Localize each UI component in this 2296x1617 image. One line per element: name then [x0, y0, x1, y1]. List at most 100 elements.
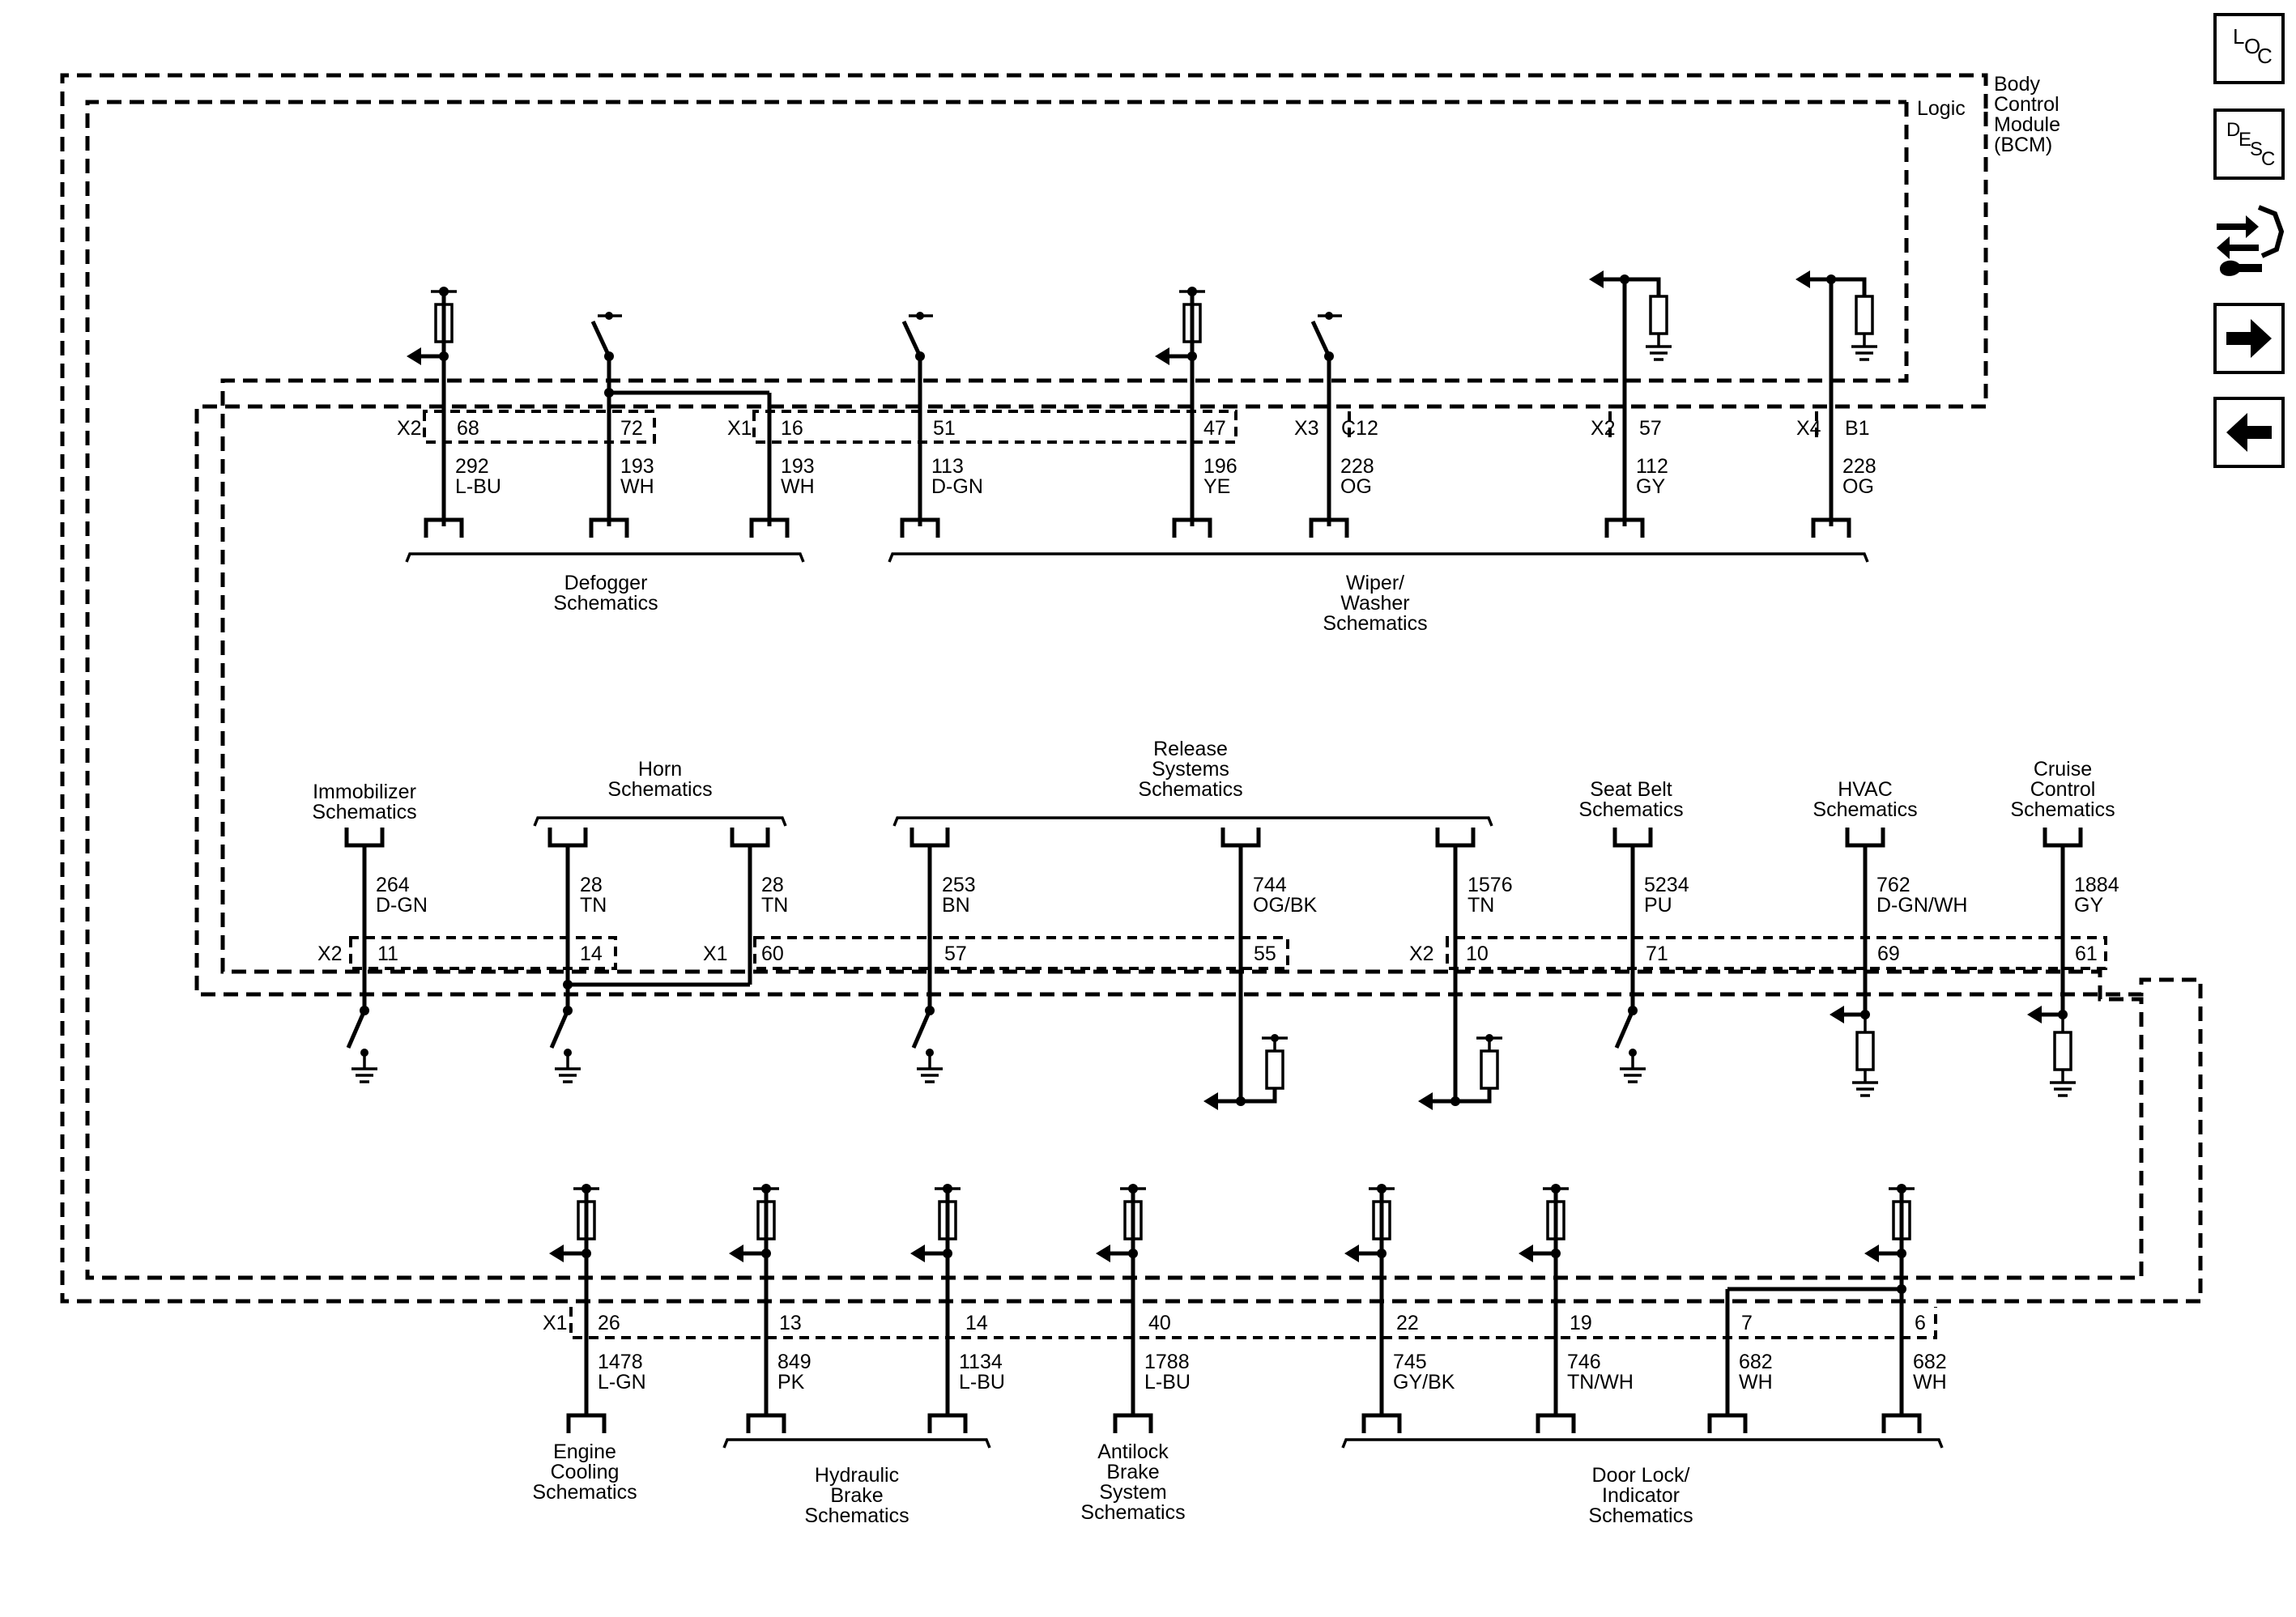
wire-color: BN — [942, 894, 970, 917]
terminal — [2043, 828, 2083, 848]
connector-segment — [349, 936, 617, 970]
pullup-output-40 — [1096, 1184, 1146, 1262]
terminal — [927, 1413, 968, 1433]
circuit-number: 746 — [1567, 1351, 1601, 1373]
doorlock-brace — [1341, 1438, 1944, 1449]
connector-label: X3 — [1294, 417, 1319, 440]
group-label: Indicator — [1602, 1484, 1680, 1507]
pin-label: 14 — [580, 943, 603, 965]
group-label: Antilock — [1097, 1440, 1169, 1463]
circuit-number: 264 — [376, 874, 410, 896]
release-brace — [892, 816, 1493, 827]
connector-tools-icon[interactable] — [2212, 199, 2286, 280]
pin-label: 51 — [933, 417, 956, 440]
connector-label: X2 — [397, 417, 422, 440]
circuit-number: 112 — [1636, 455, 1668, 478]
module-title-line: Module — [1994, 113, 2060, 136]
connector-label: X1 — [543, 1312, 568, 1334]
connector-label: X2 — [317, 943, 343, 965]
connector-label: X4 — [1796, 417, 1821, 440]
pulldown-output-b1 — [1795, 270, 1877, 361]
terminal — [909, 828, 950, 848]
wire-color: D-GN — [376, 894, 428, 917]
circuit-number: 228 — [1842, 455, 1876, 478]
terminal — [1220, 828, 1261, 848]
pullup-output-19 — [1519, 1184, 1569, 1262]
group-label: Schematics — [1813, 798, 1917, 821]
prev-button[interactable] — [2213, 397, 2285, 468]
pullup-output-13 — [729, 1184, 779, 1262]
wire-color: TN/WH — [1567, 1371, 1634, 1394]
loc-button[interactable]: L O C — [2213, 13, 2285, 84]
circuit-number: 1478 — [598, 1351, 643, 1373]
group-label: Schematics — [804, 1504, 909, 1527]
wire-color: L-BU — [1144, 1371, 1191, 1394]
pin-label: 40 — [1148, 1312, 1171, 1334]
desc-button[interactable]: D E S C — [2213, 109, 2285, 180]
ground-switch-14 — [549, 1006, 581, 1083]
connector-label: X2 — [1409, 943, 1434, 965]
pin-label: 57 — [1639, 417, 1662, 440]
pullup-output-22 — [1344, 1184, 1395, 1262]
pin-label: 7 — [1741, 1312, 1753, 1334]
circuit-number: 113 — [931, 455, 964, 478]
wire-color: WH — [1739, 1371, 1773, 1394]
circuit-number: 682 — [1739, 1351, 1773, 1373]
pin-label: C12 — [1341, 417, 1378, 440]
pin-label: B1 — [1845, 417, 1870, 440]
splice-dot — [604, 388, 614, 398]
logic-label: Logic — [1917, 97, 1966, 120]
circuit-number: 849 — [777, 1351, 811, 1373]
circuit-number: 745 — [1393, 1351, 1427, 1373]
logic-block-outline — [85, 100, 2144, 1280]
terminal — [1172, 517, 1212, 538]
pin-label: 26 — [598, 1312, 620, 1334]
wire-color: L-BU — [455, 475, 501, 498]
loc-letter: L — [2233, 24, 2244, 49]
bcm-module-outline — [60, 73, 2203, 1304]
terminal — [1612, 828, 1653, 848]
group-label: Schematics — [532, 1481, 637, 1504]
connector-segment — [752, 410, 1237, 444]
terminal — [547, 828, 588, 848]
group-label: HVAC — [1838, 778, 1893, 801]
pin-label: 14 — [965, 1312, 988, 1334]
circuit-number: 193 — [620, 455, 654, 478]
circuit-number: 28 — [580, 874, 603, 896]
pulldown-output-69 — [1830, 1006, 1878, 1097]
terminal — [589, 517, 629, 538]
group-label: Schematics — [1080, 1501, 1185, 1524]
terminal — [1309, 517, 1349, 538]
module-title-line: Body — [1994, 73, 2040, 96]
pin-label: 19 — [1570, 1312, 1592, 1334]
middle-row-circuits: Immobilizer Schematics Horn Schematics R… — [312, 738, 2119, 1110]
group-label: Cooling — [551, 1461, 620, 1483]
wire-color: TN — [761, 894, 788, 917]
wire-color: GY/BK — [1393, 1371, 1455, 1394]
horn-brace — [533, 816, 787, 827]
pullup-output-14 — [910, 1184, 961, 1262]
group-label: Brake — [830, 1484, 883, 1507]
group-label: Defogger — [564, 572, 648, 594]
pin-label: 55 — [1254, 943, 1276, 965]
pullup-output-68 — [407, 287, 457, 365]
terminal — [749, 517, 790, 538]
terminal — [1536, 1413, 1576, 1433]
group-label: Immobilizer — [313, 781, 416, 803]
pin-label: 22 — [1396, 1312, 1419, 1334]
wire-color: D-GN — [931, 475, 983, 498]
circuit-number: 682 — [1913, 1351, 1947, 1373]
pin-label: 57 — [944, 943, 967, 965]
pullup-output-6 — [1864, 1184, 1915, 1262]
desc-letter: D — [2226, 119, 2240, 141]
module-title-line: Control — [1994, 93, 2060, 116]
group-label: Schematics — [312, 801, 416, 823]
wire-color: L-BU — [959, 1371, 1005, 1394]
group-label: Release — [1153, 738, 1228, 760]
arrow-left-icon — [2226, 413, 2272, 452]
pin-label: 68 — [457, 417, 479, 440]
next-button[interactable] — [2213, 303, 2285, 374]
group-label: Engine — [553, 1440, 616, 1463]
circuit-number: 28 — [761, 874, 784, 896]
pin-label: 60 — [761, 943, 784, 965]
